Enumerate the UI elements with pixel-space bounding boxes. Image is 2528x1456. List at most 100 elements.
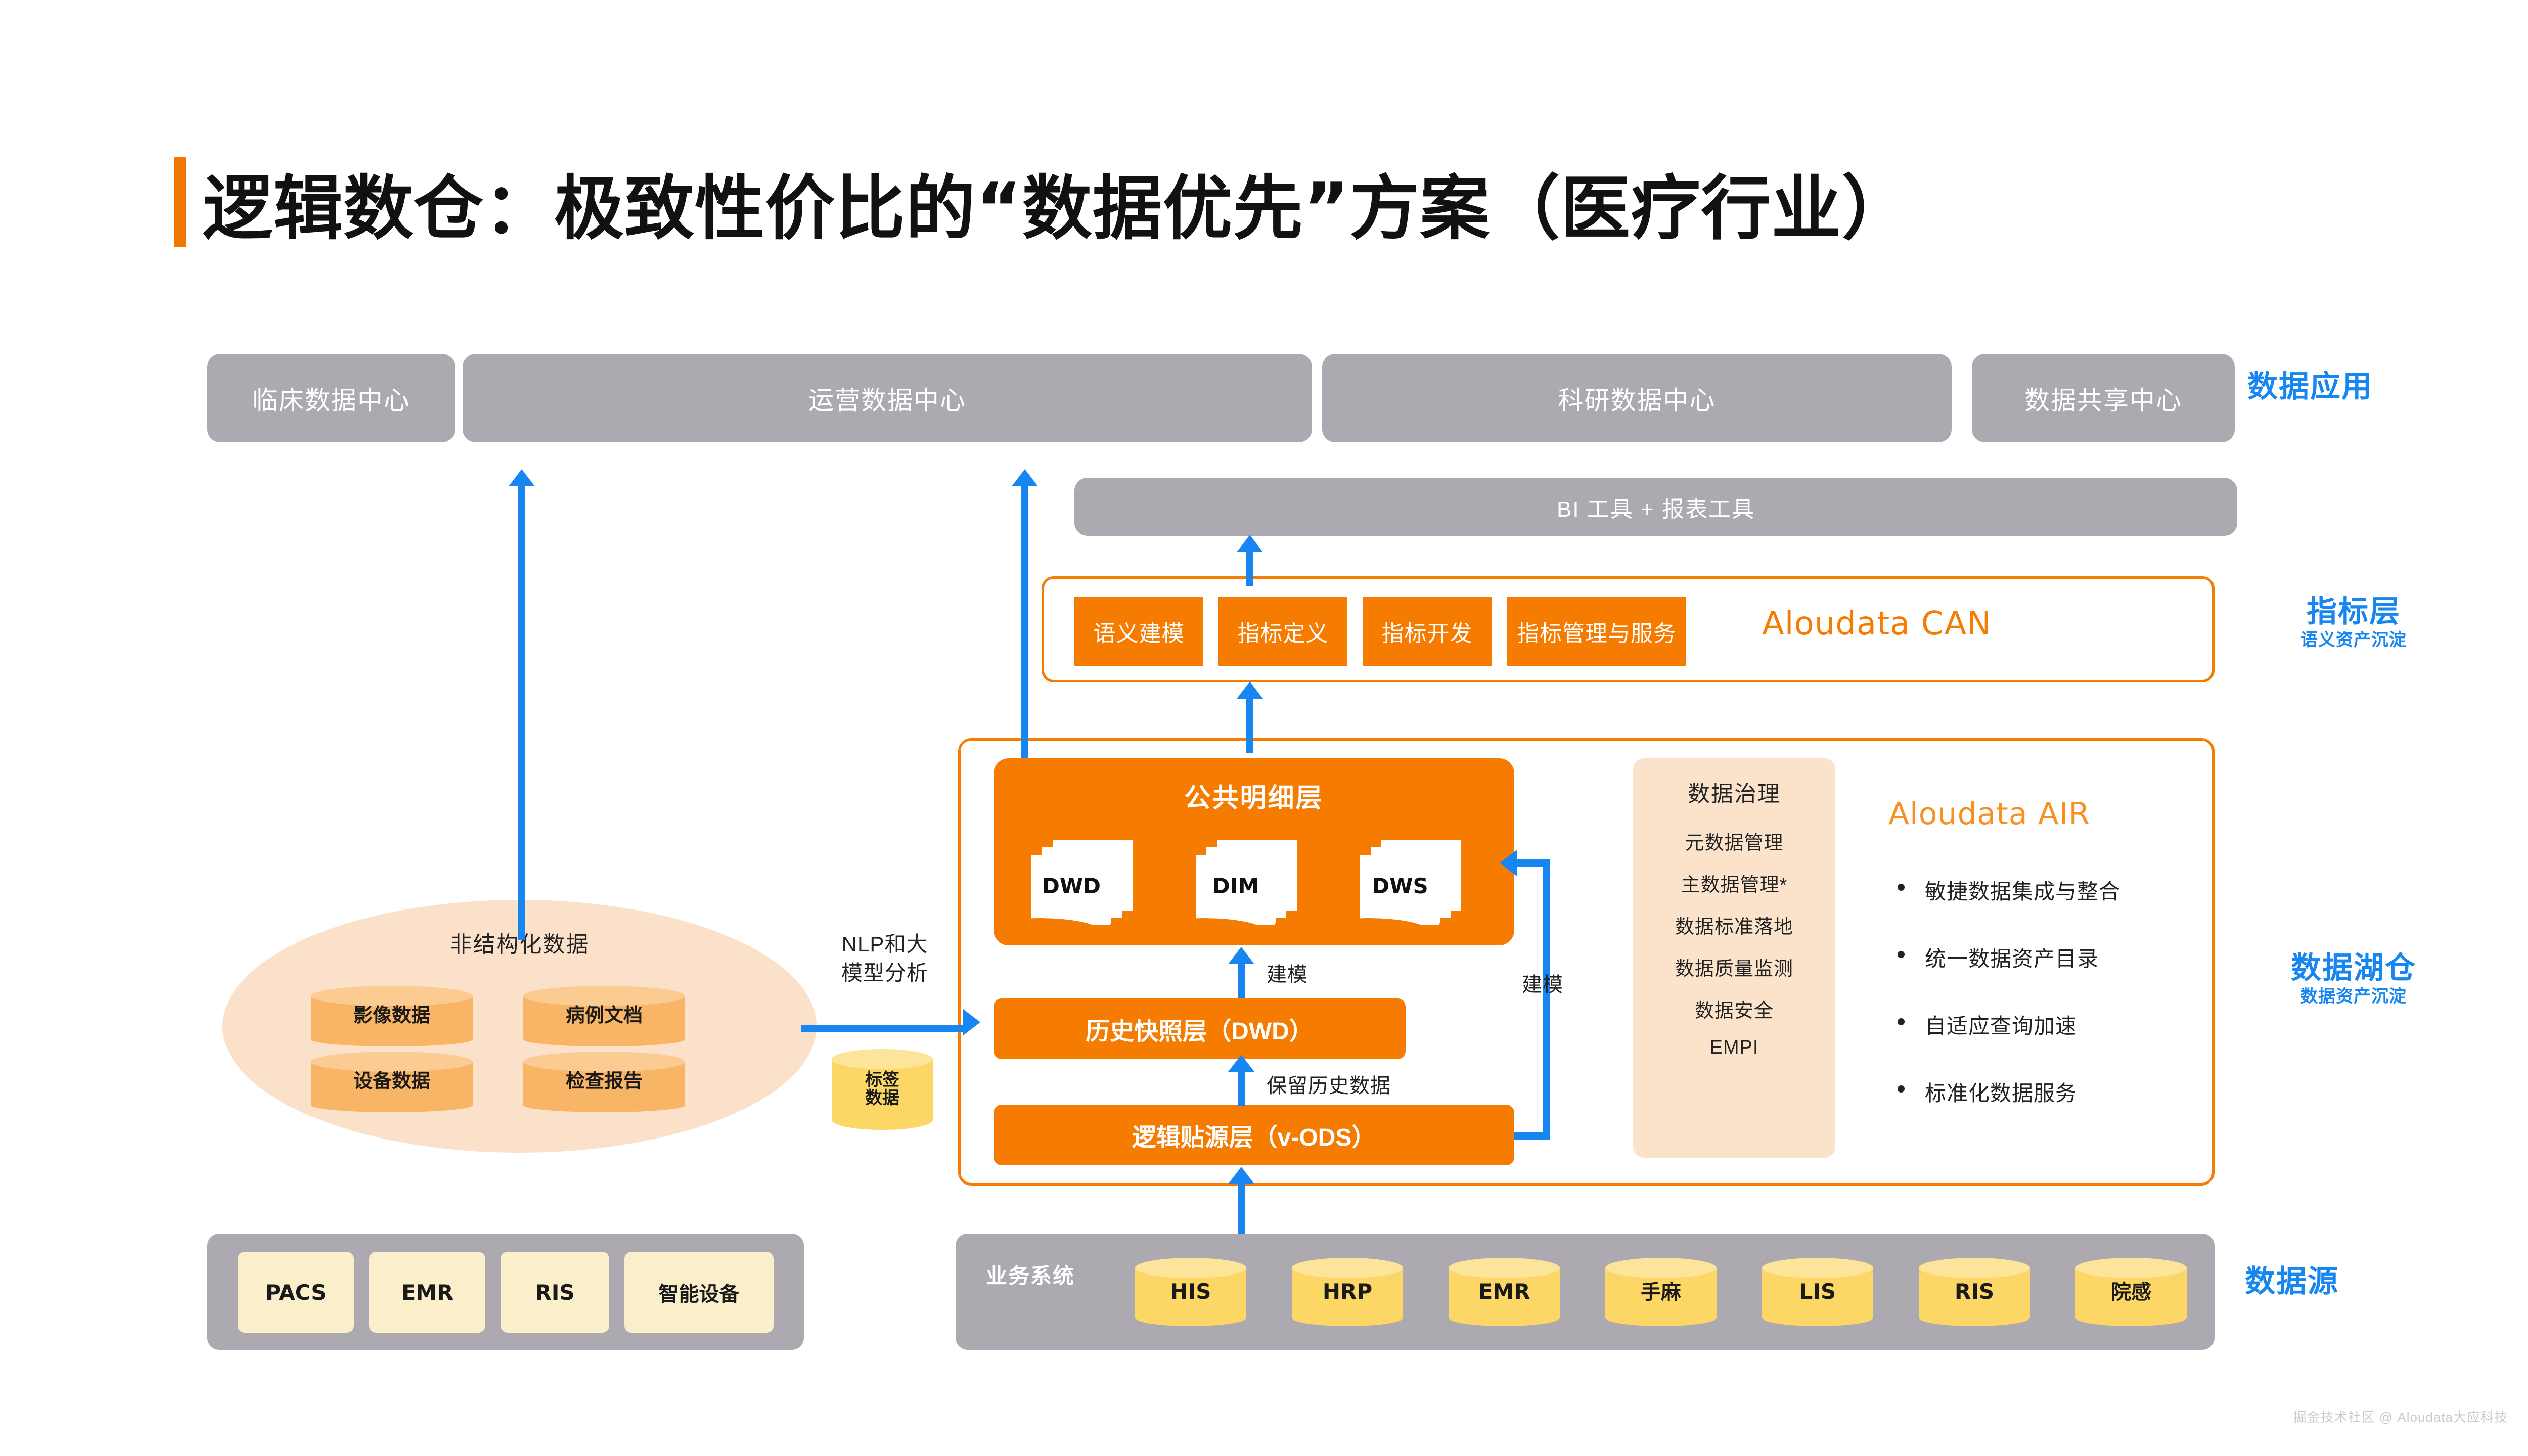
title-accent-bar xyxy=(174,157,186,247)
document-stack-dwd[interactable]: DWD xyxy=(1031,840,1133,925)
business-system-hrp[interactable]: HRP xyxy=(1292,1258,1403,1326)
arrow-shaft-operations xyxy=(1021,485,1028,758)
arrow-head-cdm-to-can xyxy=(1237,681,1263,699)
document-stack-dwd-label: DWD xyxy=(1042,873,1101,898)
cylinder-top-icon xyxy=(2075,1258,2187,1278)
governance-item-standards[interactable]: 数据标准落地 xyxy=(1675,917,1793,938)
arrow-shaft-right-vertical xyxy=(1543,859,1550,1140)
metric-chip-semantic-modeling-label: 语义建模 xyxy=(1093,621,1185,646)
business-system-his[interactable]: HIS xyxy=(1135,1258,1246,1326)
side-label-lake: 数据湖仓 数据资产沉淀 xyxy=(2240,950,2467,1007)
arrow-head-clinical xyxy=(509,469,535,486)
data-source-ris-left[interactable]: RIS xyxy=(501,1252,609,1333)
arrow-head-snapshot-to-cdm xyxy=(1228,947,1254,964)
side-label-datasource: 数据源 xyxy=(2245,1264,2462,1300)
bi-tools-bar-label: BI 工具 + 报表工具 xyxy=(1557,496,1755,522)
tag-data-store-line2: 数据 xyxy=(865,1088,899,1108)
arrow-shaft-unstructured-to-snapshot xyxy=(801,1025,963,1032)
app-center-clinical-label: 临床数据中心 xyxy=(252,386,410,415)
cylinder-top-icon xyxy=(523,1052,685,1072)
business-system-emr-label: EMR xyxy=(1478,1279,1530,1304)
metric-chip-semantic-modeling[interactable]: 语义建模 xyxy=(1074,597,1203,666)
governance-item-masterdata[interactable]: 主数据管理* xyxy=(1681,875,1788,896)
unstructured-store-device-label: 设备数据 xyxy=(353,1071,430,1093)
arrow-shaft-clinical xyxy=(518,485,525,940)
cylinder-top-icon xyxy=(832,1049,933,1069)
data-source-pacs[interactable]: PACS xyxy=(238,1252,354,1333)
page-title: 逻辑数仓：极致性价比的“数据优先”方案（医疗行业） xyxy=(174,152,1912,253)
nlp-analysis-line1: NLP和大 xyxy=(841,932,928,956)
metric-chip-metric-definition[interactable]: 指标定义 xyxy=(1218,597,1347,666)
unstructured-store-records[interactable]: 病例文档 xyxy=(523,986,685,1046)
business-system-his-label: HIS xyxy=(1170,1279,1211,1304)
cylinder-top-icon xyxy=(523,986,685,1006)
governance-item-quality[interactable]: 数据质量监测 xyxy=(1675,959,1793,980)
metric-chip-metric-development[interactable]: 指标开发 xyxy=(1363,597,1492,666)
side-label-application-title: 数据应用 xyxy=(2247,370,2373,403)
business-system-hrp-label: HRP xyxy=(1322,1279,1373,1304)
side-label-lake-sub: 数据资产沉淀 xyxy=(2300,986,2407,1006)
document-stack-dws[interactable]: DWS xyxy=(1360,840,1461,925)
arrow-shaft-src-to-vods xyxy=(1238,1183,1245,1234)
governance-item-security[interactable]: 数据安全 xyxy=(1694,1000,1774,1022)
document-stack-dim-label: DIM xyxy=(1212,873,1259,898)
data-source-emr-left[interactable]: EMR xyxy=(369,1252,485,1333)
cylinder-body-icon xyxy=(832,1059,933,1130)
unstructured-store-imaging[interactable]: 影像数据 xyxy=(311,986,473,1046)
arrow-head-operations xyxy=(1012,469,1038,486)
edge-label-modeling-right: 建模 xyxy=(1522,974,1563,996)
edge-label-retain-history: 保留历史数据 xyxy=(1267,1075,1391,1097)
watermark: 掘金技术社区 @ Aloudata大应科技 xyxy=(2293,1409,2508,1425)
governance-item-empi[interactable]: EMPI xyxy=(1709,1037,1759,1058)
metric-chip-metric-development-label: 指标开发 xyxy=(1381,621,1473,646)
cylinder-top-icon xyxy=(311,986,473,1006)
nlp-analysis-label: NLP和大 模型分析 xyxy=(822,930,948,987)
cylinder-top-icon xyxy=(1135,1258,1246,1278)
doc-sheet-front-icon xyxy=(1360,855,1440,925)
business-system-emr[interactable]: EMR xyxy=(1449,1258,1560,1326)
edge-label-modeling-left: 建模 xyxy=(1267,964,1308,986)
app-center-operations-label: 运营数据中心 xyxy=(808,386,966,415)
business-systems-title: 业务系统 xyxy=(986,1264,1075,1288)
business-system-ris[interactable]: RIS xyxy=(1919,1258,2030,1326)
arrow-shaft-vods-right xyxy=(1514,1132,1550,1140)
business-system-anesthesia-label: 手麻 xyxy=(1641,1281,1681,1303)
app-center-operations[interactable]: 运营数据中心 xyxy=(463,354,1312,442)
common-detail-layer-box[interactable]: 公共明细层 DWD DIM DWS xyxy=(994,758,1514,945)
business-system-anesthesia[interactable]: 手麻 xyxy=(1605,1258,1717,1326)
governance-item-metadata[interactable]: 元数据管理 xyxy=(1685,833,1784,854)
bi-tools-bar[interactable]: BI 工具 + 报表工具 xyxy=(1074,478,2237,536)
data-governance-panel: 数据治理 元数据管理 主数据管理* 数据标准落地 数据质量监测 数据安全 EMP… xyxy=(1633,758,1835,1158)
metric-layer-frame: 语义建模 指标定义 指标开发 指标管理与服务 Aloudata CAN xyxy=(1042,576,2215,682)
document-stack-dim[interactable]: DIM xyxy=(1196,840,1297,925)
data-source-smart-device[interactable]: 智能设备 xyxy=(624,1252,774,1333)
tag-data-store[interactable]: 标签 数据 xyxy=(832,1049,933,1130)
app-center-research[interactable]: 科研数据中心 xyxy=(1322,354,1952,442)
metric-chip-metric-definition-label: 指标定义 xyxy=(1237,621,1329,646)
business-system-infection[interactable]: 院感 xyxy=(2075,1258,2187,1326)
cylinder-top-icon xyxy=(311,1052,473,1072)
app-center-sharing[interactable]: 数据共享中心 xyxy=(1972,354,2235,442)
unstructured-store-device[interactable]: 设备数据 xyxy=(311,1052,473,1112)
nlp-analysis-line2: 模型分析 xyxy=(841,961,928,985)
app-center-clinical[interactable]: 临床数据中心 xyxy=(207,354,455,442)
business-system-lis-label: LIS xyxy=(1799,1279,1836,1304)
unstructured-store-exam[interactable]: 检查报告 xyxy=(523,1052,685,1112)
doc-sheet-front-icon xyxy=(1196,855,1276,925)
arrow-head-vods-to-snapshot xyxy=(1228,1055,1254,1072)
data-source-pacs-label: PACS xyxy=(265,1280,327,1305)
arrow-shaft-can-to-bi xyxy=(1246,551,1253,586)
arrow-shaft-cdm-to-can xyxy=(1246,698,1253,753)
logical-ods-layer-box[interactable]: 逻辑贴源层（v-ODS） xyxy=(994,1105,1514,1165)
business-system-lis[interactable]: LIS xyxy=(1762,1258,1873,1326)
cylinder-top-icon xyxy=(1449,1258,1560,1278)
side-label-metric: 指标层 语义资产沉淀 xyxy=(2245,594,2462,650)
tag-data-store-label: 标签 数据 xyxy=(832,1049,933,1130)
aloudata-can-brand: Aloudata CAN xyxy=(1762,605,1992,643)
air-feature-integration: 敏捷数据集成与整合 xyxy=(1888,875,2212,905)
unstructured-store-exam-label: 检查报告 xyxy=(565,1071,643,1093)
unstructured-store-records-label: 病例文档 xyxy=(565,1005,643,1027)
arrow-shaft-to-cdm-horizontal xyxy=(1517,859,1550,867)
metric-chip-metric-management[interactable]: 指标管理与服务 xyxy=(1507,597,1686,666)
history-snapshot-layer-box[interactable]: 历史快照层（DWD） xyxy=(994,998,1406,1059)
